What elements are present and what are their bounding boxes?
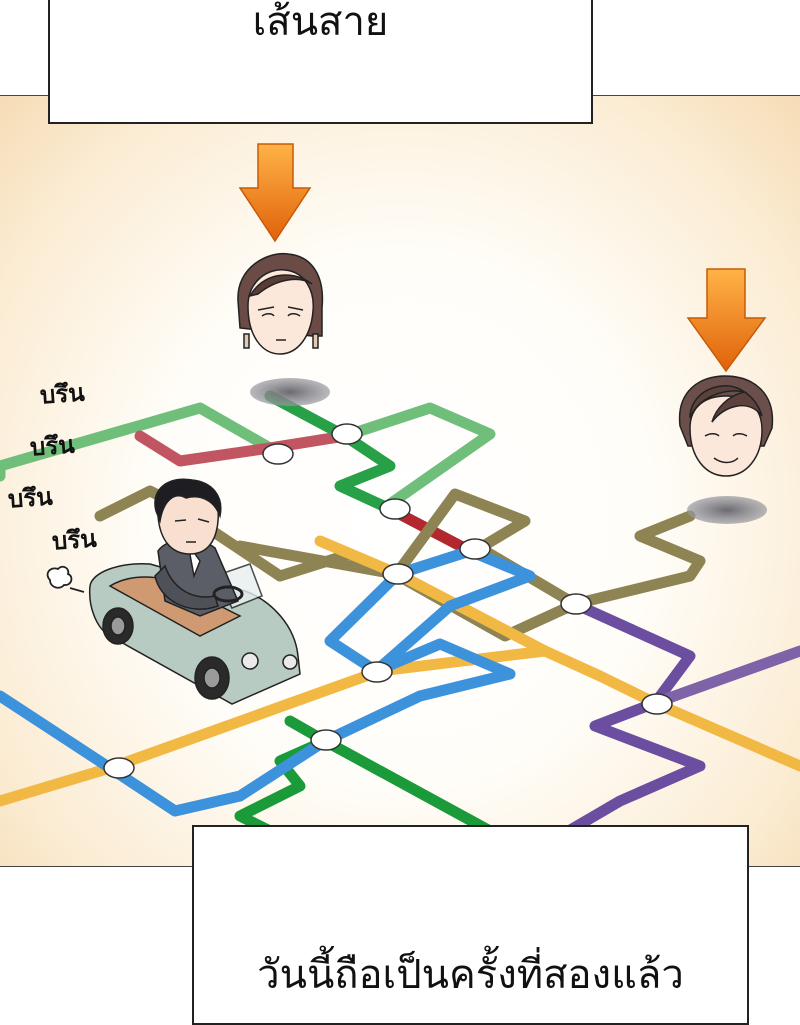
caption-box-top: เส้นสาย [48,0,593,124]
character-head-man-right [678,375,774,477]
station [310,729,342,751]
station [641,693,673,715]
sound-effect-text: บรึน [7,482,54,514]
sound-effect-text: บรึน [51,524,98,556]
shadow [687,496,767,524]
subway-map [0,143,800,866]
line-mauve [649,645,800,709]
line-red [134,430,351,467]
station [361,661,393,683]
station [103,757,135,779]
caption-text-bottom: วันนี้ถือเป็นครั้งที่สองแล้ว [257,952,684,998]
caption-text-top: เส้นสาย [252,0,389,45]
station [331,423,363,445]
station [459,538,491,560]
station [382,563,414,585]
station [262,443,294,465]
sound-effect-text: บรึน [39,378,86,410]
manga-panel: บรึน บรึน บรึน บรึน [0,95,800,867]
line-blue [0,545,536,817]
arrow-down-icon [686,268,767,373]
puff-icon [46,565,85,593]
character-head-woman [237,252,324,355]
shadow [250,378,330,406]
arrow-down-icon [238,143,312,243]
sound-effect-text: บรึน [29,430,76,462]
station [560,593,592,615]
line-green-bottom-2 [319,735,496,837]
station [379,498,411,520]
caption-box-bottom: วันนี้ถือเป็นครั้งที่สองแล้ว [192,825,749,1025]
character-man-in-toy-car [88,478,301,705]
